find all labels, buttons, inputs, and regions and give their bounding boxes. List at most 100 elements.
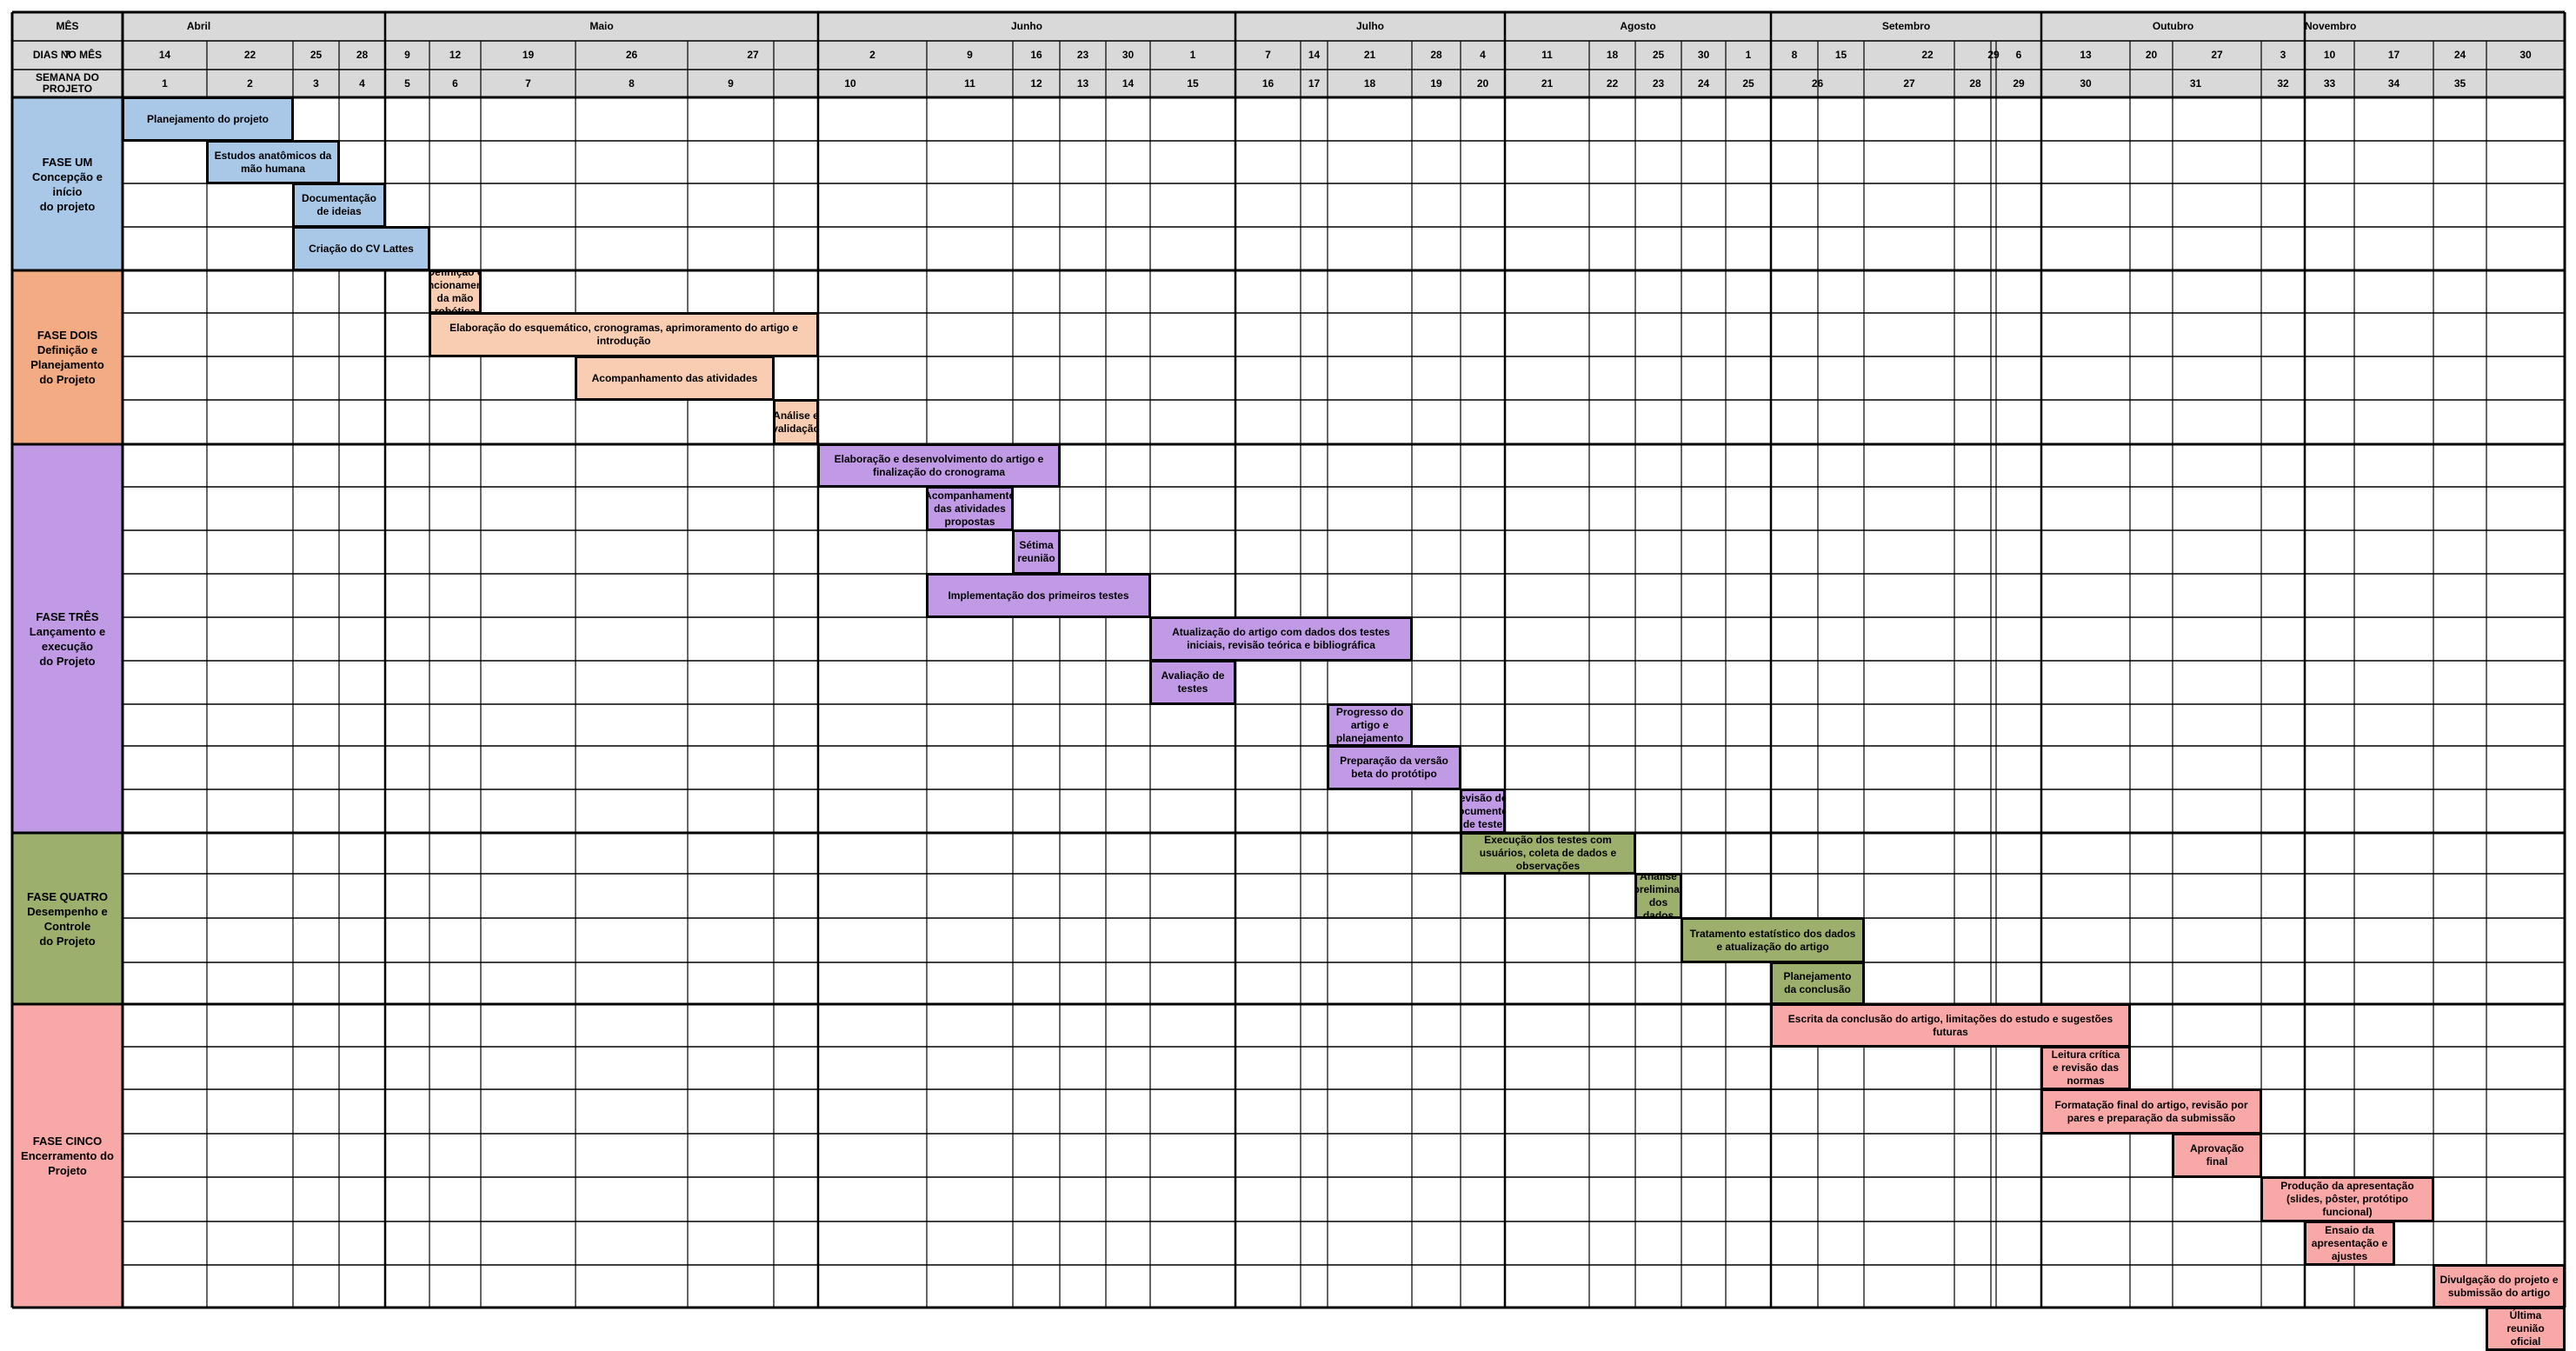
- phase-background: [12, 1004, 123, 1308]
- week-label: 29: [2013, 77, 2025, 90]
- day-label: 8: [1791, 49, 1798, 61]
- week-label: 15: [1187, 77, 1199, 90]
- day-label: 3: [2280, 49, 2286, 61]
- task-bar[interactable]: Revisão dos documentos de teste: [1460, 789, 1506, 834]
- task-bar[interactable]: Escrita da conclusão do artigo, limitaçõ…: [1770, 1003, 2131, 1048]
- week-label: 14: [1122, 77, 1135, 90]
- day-label: 25: [1652, 49, 1665, 61]
- task-bar[interactable]: Definição e funcionamento da mão robótic…: [429, 270, 482, 314]
- day-label: 20: [2145, 49, 2158, 61]
- day-label: 6: [2015, 49, 2022, 61]
- week-label: 24: [1697, 77, 1710, 90]
- day-label: 14: [1308, 49, 1321, 61]
- week-label: 22: [1606, 77, 1619, 90]
- day-label: 4: [1480, 49, 1486, 61]
- week-label: 18: [1363, 77, 1376, 90]
- day-label: 14: [158, 49, 171, 61]
- task-bar[interactable]: Leitura crítica e revisão das normas: [2040, 1046, 2131, 1090]
- month-label: Agosto: [1620, 20, 1656, 32]
- week-label: 8: [629, 77, 635, 90]
- task-bar[interactable]: Análise e validação: [773, 399, 819, 445]
- week-label: 19: [1430, 77, 1442, 90]
- task-bar[interactable]: Produção da apresentação (slides, pôster…: [2260, 1176, 2434, 1222]
- task-bar[interactable]: Divulgação do projeto e submissão do art…: [2433, 1264, 2566, 1308]
- task-bar[interactable]: Criação do CV Lattes: [292, 226, 430, 271]
- day-label: 23: [1076, 49, 1089, 61]
- phase-label: FASE UM Concepção e início do projeto: [32, 155, 103, 213]
- month-label: Outubro: [2152, 20, 2194, 32]
- week-label: 35: [2453, 77, 2466, 90]
- week-label: 6: [452, 77, 458, 90]
- week-label: 30: [2080, 77, 2092, 90]
- task-bar[interactable]: Execução dos testes com usuários, coleta…: [1460, 832, 1636, 875]
- task-bar[interactable]: Avaliação de testes: [1149, 660, 1236, 705]
- task-bar[interactable]: Documentação de ideias: [292, 183, 386, 228]
- week-label: 27: [1903, 77, 1915, 90]
- month-label: Setembro: [1881, 20, 1931, 32]
- task-bar[interactable]: Elaboração e desenvolvimento do artigo e…: [817, 443, 1061, 488]
- day-label: 22: [1921, 49, 1934, 61]
- day-label: 7: [64, 49, 70, 61]
- phase-background: [12, 444, 123, 833]
- phase-background: [12, 833, 123, 1004]
- task-bar[interactable]: Implementação dos primeiros testes: [926, 573, 1151, 618]
- month-label: Abril: [186, 20, 211, 32]
- week-label: 3: [313, 77, 319, 90]
- day-label: 17: [2387, 49, 2400, 61]
- task-bar[interactable]: Sétima reunião: [1012, 529, 1061, 575]
- week-label: 34: [2387, 77, 2400, 90]
- task-bar[interactable]: Formatação final do artigo, revisão por …: [2040, 1088, 2262, 1135]
- task-bar[interactable]: Progresso do artigo e planejamento: [1327, 703, 1413, 747]
- day-label: 1: [1745, 49, 1752, 61]
- day-label: 18: [1606, 49, 1619, 61]
- day-label: 9: [404, 49, 410, 61]
- task-bar[interactable]: Ensaio da apresentação e ajustes: [2304, 1221, 2395, 1266]
- month-label: Julho: [1356, 20, 1384, 32]
- week-label: 5: [404, 77, 410, 90]
- task-bar[interactable]: Aprovação final: [2172, 1133, 2262, 1178]
- day-label: 30: [1697, 49, 1710, 61]
- week-label: 28: [1969, 77, 1981, 90]
- week-label: 25: [1742, 77, 1754, 90]
- task-bar[interactable]: Acompanhamento das atividades propostas: [926, 486, 1014, 531]
- day-label: 26: [625, 49, 638, 61]
- task-bar[interactable]: Atualização do artigo com dados dos test…: [1149, 616, 1413, 662]
- task-bar[interactable]: Análise preliminar dos dados: [1634, 873, 1682, 919]
- week-label: 16: [1261, 77, 1275, 90]
- day-label: 21: [1363, 49, 1376, 61]
- week-label: 20: [1476, 77, 1489, 90]
- week-label: 13: [1076, 77, 1089, 90]
- days-header-label: DIAS NO MÊS: [32, 49, 103, 61]
- week-label: 4: [359, 77, 365, 90]
- task-bar[interactable]: Tratamento estatístico dos dados e atual…: [1681, 917, 1865, 963]
- month-label: Novembro: [2305, 20, 2357, 32]
- week-label: 33: [2323, 77, 2336, 90]
- task-bar[interactable]: Acompanhamento das atividades: [575, 356, 775, 401]
- task-bar[interactable]: Última reunião oficial: [2486, 1307, 2566, 1351]
- day-label: 27: [2211, 49, 2223, 61]
- week-label: 11: [964, 77, 975, 90]
- day-label: 12: [449, 49, 462, 61]
- week-label: 31: [2189, 77, 2202, 90]
- day-label: 30: [2519, 49, 2532, 61]
- day-label: 16: [1030, 49, 1042, 61]
- header-background: [12, 12, 2565, 97]
- task-bar[interactable]: Planejamento da conclusão: [1770, 962, 1865, 1005]
- week-label: 2: [247, 77, 253, 90]
- phase-label: FASE DOIS Definição e Planejamento do Pr…: [30, 329, 104, 386]
- task-bar[interactable]: Preparação da versão beta do protótipo: [1327, 745, 1461, 790]
- day-label: 30: [1122, 49, 1135, 61]
- week-label: 10: [844, 77, 856, 90]
- week-label: 9: [728, 77, 734, 90]
- day-label: 25: [310, 49, 323, 61]
- task-bar[interactable]: Elaboração do esquemático, cronogramas, …: [429, 312, 819, 357]
- week-label: 17: [1308, 77, 1321, 90]
- day-label: 24: [2453, 49, 2466, 61]
- day-label: 11: [1541, 49, 1553, 61]
- task-bar[interactable]: Estudos anatômicos da mão humana: [206, 140, 340, 184]
- week-label: 21: [1541, 77, 1554, 90]
- task-bar[interactable]: Planejamento do projeto: [122, 96, 294, 142]
- day-label: 2: [869, 49, 875, 61]
